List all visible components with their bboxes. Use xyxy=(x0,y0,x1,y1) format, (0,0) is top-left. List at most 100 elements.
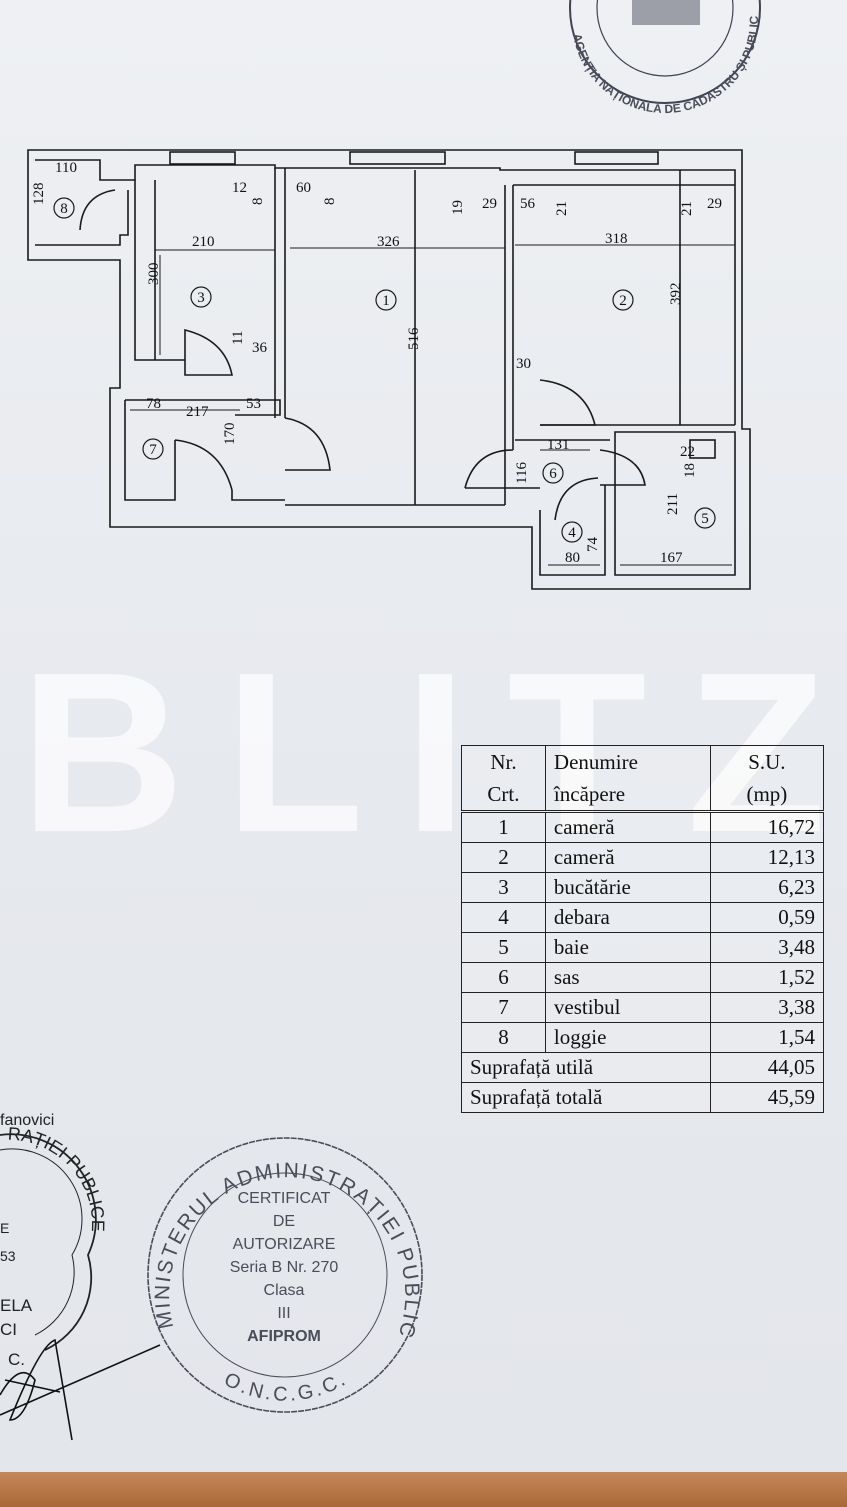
dim-text: 217 xyxy=(186,404,209,420)
dim-text: 167 xyxy=(660,550,683,566)
useful-area-label: Suprafață utilă xyxy=(461,1052,711,1083)
dim-text: 326 xyxy=(377,234,400,250)
dim-text: 12 xyxy=(232,180,247,196)
useful-area-value: 44,05 xyxy=(709,1052,825,1083)
table-row: 4 debara 0,59 xyxy=(461,902,825,933)
room-area: 1,54 xyxy=(709,1022,825,1053)
dim-text: 11 xyxy=(230,331,246,345)
dim-text: 8 xyxy=(322,198,338,206)
dim-text: 19 xyxy=(450,200,466,215)
room-name: sas xyxy=(544,962,711,993)
room-area: 3,48 xyxy=(709,932,825,963)
room-number: 2 xyxy=(619,293,627,309)
left-stamp-text: 53 xyxy=(0,1248,16,1264)
room-area: 12,13 xyxy=(709,842,825,873)
room-name: cameră xyxy=(544,842,711,873)
row-number: 8 xyxy=(461,1022,546,1053)
wooden-floor-strip xyxy=(0,1472,847,1507)
stamp-line: CERTIFICAT xyxy=(238,1190,331,1207)
left-stamp-ring: RAȚIEI PUBLICE xyxy=(7,1124,108,1232)
left-stamp-text: E xyxy=(0,1220,10,1236)
header-su: S.U. xyxy=(709,745,825,778)
areas-table: Nr. Denumire S.U. Crt. încăpere (mp) 1 c… xyxy=(461,745,825,1113)
dim-text: 516 xyxy=(406,327,422,350)
row-number: 5 xyxy=(461,932,546,963)
dim-text: 78 xyxy=(146,396,161,412)
left-stamp-text: C. xyxy=(8,1350,25,1369)
room-area: 3,38 xyxy=(709,992,825,1023)
room-name: cameră xyxy=(544,811,711,843)
table-row: 8 loggie 1,54 xyxy=(461,1022,825,1053)
row-number: 1 xyxy=(461,811,546,843)
header-nr: Nr. xyxy=(461,745,546,778)
dim-text: 392 xyxy=(668,283,684,306)
dim-text: 170 xyxy=(222,423,238,446)
dim-text: 21 xyxy=(679,201,695,216)
dim-text: 211 xyxy=(665,493,681,515)
room-number: 8 xyxy=(60,201,68,217)
dim-text: 21 xyxy=(554,201,570,216)
dim-text: 8 xyxy=(250,198,266,206)
header-su: (mp) xyxy=(709,778,825,813)
room-name: debara xyxy=(544,902,711,933)
dim-text: 128 xyxy=(31,183,47,206)
dim-text: 210 xyxy=(192,234,215,250)
top-stamp: AGENȚIA NAȚIONALĂ DE CADASTRU ȘI PUBLICI… xyxy=(0,0,761,116)
table-row: 7 vestibul 3,38 xyxy=(461,992,825,1023)
header-name: Denumire xyxy=(544,745,711,778)
header-nr: Crt. xyxy=(461,778,546,813)
room-number: 5 xyxy=(701,511,709,527)
room-name: baie xyxy=(544,932,711,963)
header-name: încăpere xyxy=(544,778,711,813)
stamp-line: AUTORIZARE xyxy=(233,1236,336,1253)
table-row: 6 sas 1,52 xyxy=(461,962,825,993)
row-number: 6 xyxy=(461,962,546,993)
stamp-line: AFIPROM xyxy=(247,1328,321,1345)
room-number: 4 xyxy=(568,525,576,541)
dim-text: 110 xyxy=(55,160,77,176)
total-area-row: Suprafață totală 45,59 xyxy=(461,1082,825,1113)
floor-plan: 110 128 12 8 60 8 19 29 56 21 21 29 210 … xyxy=(0,0,761,1441)
dim-text: 74 xyxy=(585,537,601,553)
room-name: bucătărie xyxy=(544,872,711,903)
room-number: 7 xyxy=(149,442,157,458)
room-area: 16,72 xyxy=(709,811,825,843)
stamp-line: DE xyxy=(273,1213,295,1230)
room-area: 0,59 xyxy=(709,902,825,933)
dim-text: 80 xyxy=(565,550,580,566)
room-area: 6,23 xyxy=(709,872,825,903)
dim-text: 18 xyxy=(682,463,698,478)
row-number: 2 xyxy=(461,842,546,873)
stamp-line: III xyxy=(277,1305,290,1322)
table-row: 1 cameră 16,72 xyxy=(461,811,825,843)
room-number: 6 xyxy=(549,466,557,482)
left-stamp: RAȚIEI PUBLICE xyxy=(0,1124,161,1441)
dim-text: 53 xyxy=(246,396,261,412)
row-number: 7 xyxy=(461,992,546,1023)
dim-text: 56 xyxy=(520,196,536,212)
dim-text: 318 xyxy=(605,231,628,247)
row-number: 4 xyxy=(461,902,546,933)
row-number: 3 xyxy=(461,872,546,903)
total-area-label: Suprafață totală xyxy=(461,1082,711,1113)
useful-area-row: Suprafață utilă 44,05 xyxy=(461,1052,825,1083)
stamp-line: Seria B Nr. 270 xyxy=(230,1259,339,1276)
room-name: vestibul xyxy=(544,992,711,1023)
table-row: 5 baie 3,48 xyxy=(461,932,825,963)
dim-text: 36 xyxy=(252,340,268,356)
dim-text: 29 xyxy=(482,196,497,212)
signer-name: fanovici xyxy=(0,1112,55,1129)
dim-text: 60 xyxy=(296,180,311,196)
room-number: 3 xyxy=(197,290,205,306)
total-area-value: 45,59 xyxy=(709,1082,825,1113)
left-stamp-text: ELA xyxy=(0,1296,33,1315)
dim-text: 30 xyxy=(516,356,531,372)
dim-text: 29 xyxy=(707,196,722,212)
stamp-ring-bottom: O.N.C.G.C. xyxy=(221,1368,352,1406)
dim-text: 131 xyxy=(547,437,570,453)
table-row: 3 bucătărie 6,23 xyxy=(461,872,825,903)
dim-text: 116 xyxy=(514,462,530,484)
table-row: 2 cameră 12,13 xyxy=(461,842,825,873)
room-area: 1,52 xyxy=(709,962,825,993)
room-name: loggie xyxy=(544,1022,711,1053)
